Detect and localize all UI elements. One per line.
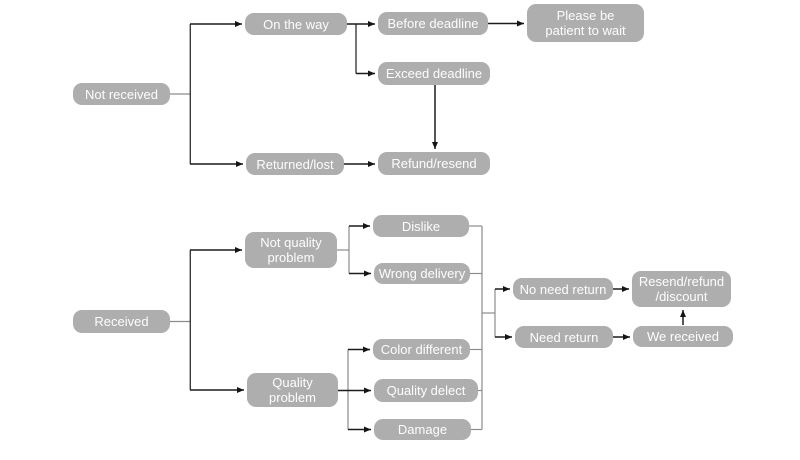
node-need-return: Need return [515, 326, 613, 348]
node-not-quality-problem: Not quality problem [245, 232, 337, 268]
node-refund-resend: Refund/resend [378, 152, 490, 175]
node-quality-problem: Quality problem [247, 373, 338, 407]
node-resend-refund-discount: Resend/refund /discount [632, 271, 731, 307]
node-on-the-way: On the way [245, 13, 347, 35]
node-wrong-delivery: Wrong delivery [374, 263, 470, 284]
node-returned-lost: Returned/lost [246, 153, 344, 175]
node-please-be-patient-to-wait: Please be patient to wait [527, 4, 644, 42]
node-quality-delect: Quality delect [374, 379, 478, 402]
node-dislike: Dislike [373, 215, 469, 237]
node-not-received: Not received [73, 83, 170, 105]
node-exceed-deadline: Exceed deadline [378, 62, 490, 85]
node-received: Received [73, 310, 170, 333]
node-we-received: We received [633, 326, 733, 347]
node-no-need-return: No need return [513, 278, 613, 300]
node-color-different: Color different [373, 339, 470, 360]
node-before-deadline: Before deadline [378, 12, 488, 35]
node-damage: Damage [374, 419, 471, 440]
